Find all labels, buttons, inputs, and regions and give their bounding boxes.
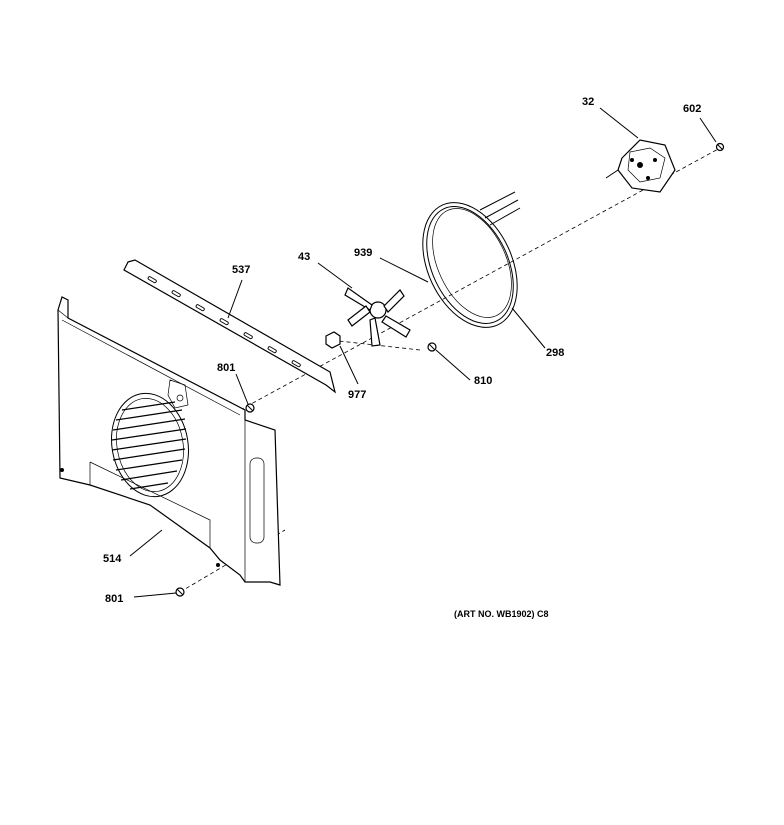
screw-810 bbox=[427, 342, 437, 352]
label-939: 939 bbox=[354, 247, 372, 259]
art-number: (ART NO. WB1902) C8 bbox=[454, 609, 549, 619]
nut-977 bbox=[325, 331, 341, 349]
leader-lines bbox=[129, 107, 717, 598]
label-801-top: 801 bbox=[217, 362, 235, 374]
bracket-strip-537 bbox=[123, 259, 337, 394]
label-537: 537 bbox=[232, 264, 250, 276]
screw-801-bottom bbox=[175, 587, 185, 597]
label-801-bottom: 801 bbox=[105, 593, 123, 605]
label-977: 977 bbox=[348, 389, 366, 401]
label-32: 32 bbox=[582, 96, 594, 108]
screw-602 bbox=[715, 142, 725, 152]
label-602: 602 bbox=[683, 103, 701, 115]
fan-guard-ring-298 bbox=[422, 191, 521, 328]
fan-motor-32 bbox=[605, 139, 676, 193]
screw-801-top bbox=[245, 403, 255, 413]
vent-grille bbox=[111, 392, 189, 498]
label-43: 43 bbox=[298, 251, 310, 263]
fan-blade-43 bbox=[344, 287, 411, 347]
label-298: 298 bbox=[546, 347, 564, 359]
label-514: 514 bbox=[103, 553, 122, 565]
back-panel-514 bbox=[57, 296, 281, 586]
label-810: 810 bbox=[474, 375, 492, 387]
part-labels: 32 602 939 43 537 298 977 810 801 514 80… bbox=[103, 96, 701, 619]
